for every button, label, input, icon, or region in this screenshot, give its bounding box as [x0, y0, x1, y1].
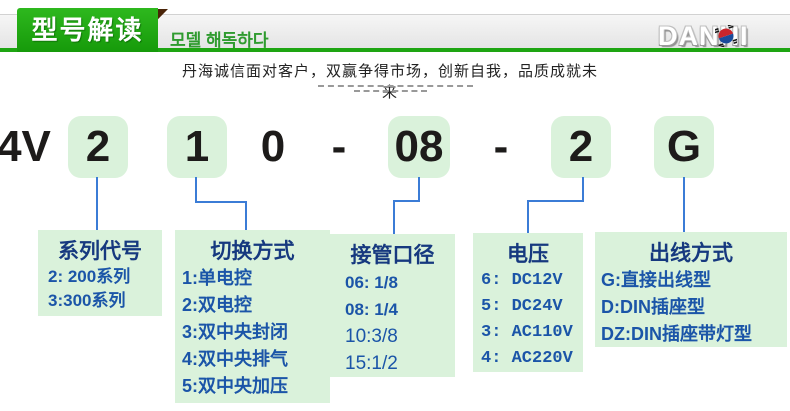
legend-box-port-size: 接管口径 06: 1/8 08: 1/4 10:3/8 15:1/2 [330, 234, 455, 377]
legend-item: 2:双电控 [182, 295, 253, 315]
legend-item: 1:单电控 [182, 268, 253, 288]
legend-title: 切换方式 [210, 240, 295, 263]
legend-box-series: 系列代号 2: 200系列 3:300系列 [38, 230, 162, 316]
legend-box-wiring: 出线方式 G:直接出线型 D:DIN插座型 DZ:DIN插座带灯型 [595, 232, 787, 347]
legend-item: 08: 1/4 [345, 300, 398, 319]
legend-title: 接管口径 [350, 244, 435, 267]
model-segment-dash-1: - [331, 122, 347, 171]
connector-line-port-size [393, 200, 395, 234]
model-segment-zero: 0 [260, 122, 286, 171]
slogan-dashed-underline-1 [318, 85, 473, 87]
section-title-tab: 型号解读 [17, 8, 158, 52]
connector-line-voltage [527, 200, 584, 202]
legend-item: 5: DC24V [481, 297, 563, 316]
korean-flag-icon [715, 25, 737, 47]
connector-line-switching [195, 177, 197, 203]
legend-item: 6: DC12V [481, 271, 563, 290]
slogan-dashed-underline-2 [354, 90, 427, 92]
connector-line-wiring [683, 177, 685, 232]
legend-item: 10:3/8 [345, 326, 398, 347]
legend-title: 出线方式 [649, 242, 733, 265]
legend-item: 5:双中央加压 [182, 376, 289, 396]
header-green-underline [0, 48, 790, 52]
connector-line-voltage [582, 177, 584, 202]
legend-title: 电压 [507, 243, 549, 266]
connector-line-port-size [418, 177, 420, 202]
legend-item: 4: AC220V [481, 349, 573, 368]
model-segment-prefix: 4V [0, 122, 51, 171]
legend-item: 3:双中央封闭 [182, 322, 289, 342]
legend-item: 15:1/2 [345, 353, 398, 374]
korean-subtitle: 모델 해독하다 [170, 31, 269, 50]
connector-line-port-size [393, 200, 420, 202]
model-segment-series: 2 [68, 116, 128, 178]
model-segment-switching: 1 [167, 116, 227, 178]
legend-box-voltage: 电压 6: DC12V 5: DC24V 3: AC110V 4: AC220V [473, 233, 583, 372]
tab-fold-corner [153, 9, 168, 20]
model-segment-voltage: 2 [551, 116, 611, 178]
connector-line-switching [195, 201, 247, 203]
danhi-logo: DANHI [658, 22, 790, 50]
legend-box-switching: 切换方式 1:单电控 2:双电控 3:双中央封闭 4:双中央排气 5:双中央加压 [175, 230, 330, 403]
legend-item: 3:300系列 [48, 291, 126, 310]
model-segment-dash-2: - [493, 122, 509, 171]
model-segment-port-size: 08 [388, 116, 450, 178]
legend-item: 06: 1/8 [345, 273, 398, 292]
model-segment-wiring: G [654, 116, 714, 178]
connector-line-switching [245, 201, 247, 230]
legend-title: 系列代号 [58, 240, 142, 263]
connector-line-series [96, 177, 98, 230]
legend-item: G:直接出线型 [601, 270, 711, 290]
legend-item: 2: 200系列 [48, 267, 131, 286]
legend-item: 4:双中央排气 [182, 349, 289, 369]
company-slogan: 丹海诚信面对客户，双赢争得市场，创新自我，品质成就未来 [181, 62, 598, 101]
legend-item: 3: AC110V [481, 323, 573, 342]
connector-line-voltage [527, 200, 529, 234]
legend-item: DZ:DIN插座带灯型 [601, 324, 752, 344]
legend-item: D:DIN插座型 [601, 297, 705, 317]
